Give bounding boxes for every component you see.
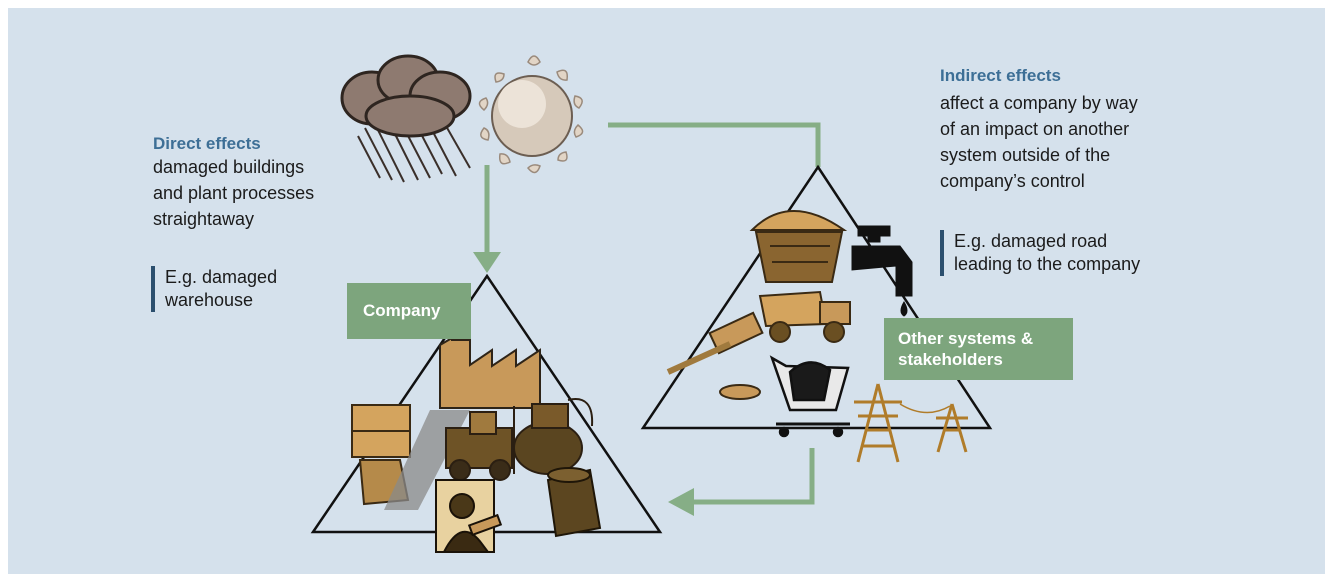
water-tap-icon <box>851 225 913 317</box>
dump-truck-icon <box>758 290 851 343</box>
crop-basket-icon <box>749 210 848 283</box>
arrow-head-down <box>473 252 501 273</box>
direct-effects-description: damaged buildings and plant processes st… <box>153 154 314 232</box>
oil-barrel-icon <box>546 467 602 538</box>
indirect-effects-heading: Indirect effects <box>940 66 1061 85</box>
direct-effects-heading: Direct effects <box>153 134 261 153</box>
systems-triangle <box>640 164 993 430</box>
indirect-line-1: affect a company by way <box>940 93 1138 113</box>
connectors <box>484 122 821 505</box>
sun-icon <box>478 55 584 174</box>
shopping-cart-icon <box>769 355 850 438</box>
indirect-line-2: of an impact on another <box>940 119 1130 139</box>
weather-to-systems-line <box>608 122 821 167</box>
other-systems-label: Other systems & stakeholders <box>884 318 1073 380</box>
indirect-example-line-2: leading to the company <box>954 254 1141 274</box>
indirect-example-line-1: E.g. damaged road <box>954 231 1108 251</box>
direct-line-1: damaged buildings <box>153 157 305 177</box>
direct-example-line-1: E.g. damaged <box>165 267 278 287</box>
direct-line-3: straightaway <box>153 209 255 229</box>
diagram-panel <box>8 8 1325 574</box>
generator-icon <box>513 398 594 475</box>
arrow-head-left <box>668 488 694 516</box>
indirect-example: E.g. damaged road leading to the company <box>940 230 1140 276</box>
direct-example: E.g. damaged warehouse <box>151 266 277 312</box>
power-pylon-icon <box>854 383 968 463</box>
storm-cloud-icon <box>340 54 472 183</box>
direct-example-line-2: warehouse <box>165 290 254 310</box>
other-label-line-1: Other systems & <box>898 329 1034 348</box>
systems-to-company-line <box>690 448 815 505</box>
worker-icon <box>435 479 503 553</box>
other-label-line-2: stakeholders <box>898 350 1003 369</box>
company-label-text: Company <box>363 301 441 320</box>
gavel-icon <box>666 311 764 400</box>
company-label: Company <box>347 283 471 339</box>
forklift-icon <box>445 406 515 481</box>
indirect-line-4: company’s control <box>940 171 1085 191</box>
indirect-effects-description: affect a company by way of an impact on … <box>940 90 1138 194</box>
direct-line-2: and plant processes <box>153 183 315 203</box>
indirect-line-3: system outside of the <box>940 145 1111 165</box>
